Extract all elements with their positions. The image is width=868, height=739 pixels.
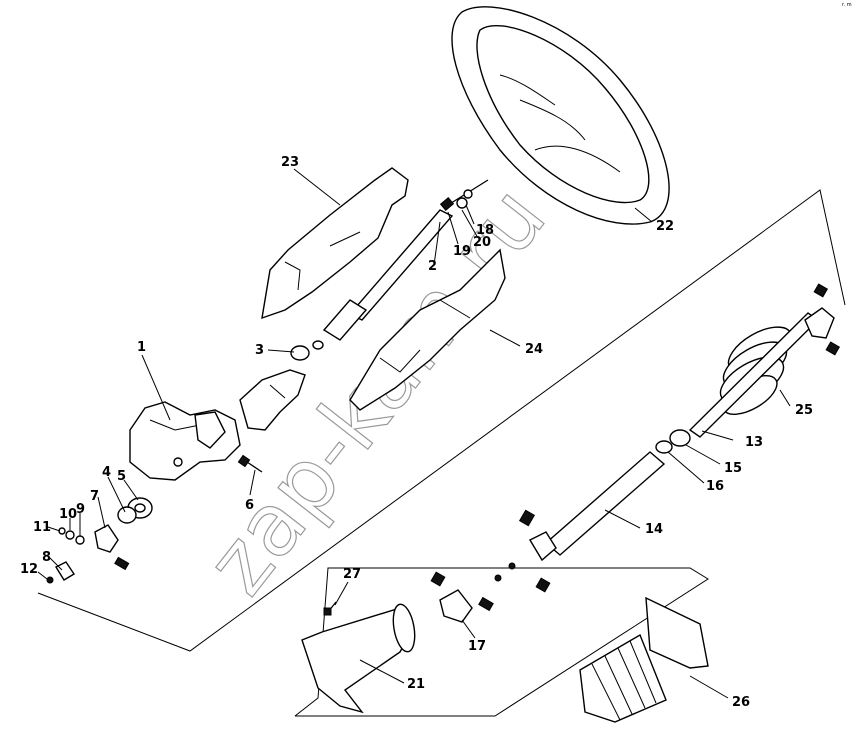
callout-22: 22 [656, 219, 674, 234]
screw-27 [323, 601, 337, 616]
callout-20: 20 [473, 235, 491, 250]
lower-cover [349, 248, 506, 411]
joint-17 [430, 562, 516, 623]
callout-27: 27 [343, 567, 361, 582]
tube-14 [518, 451, 666, 593]
steering-wheel [451, 6, 670, 225]
callout-8: 8 [42, 550, 51, 565]
callout-1: 1 [137, 340, 146, 355]
callout-12: 12 [20, 562, 38, 577]
callout-10: 10 [59, 507, 77, 522]
callout-4: 4 [102, 465, 111, 480]
callout-2: 2 [428, 259, 437, 274]
callout-9: 9 [76, 502, 85, 517]
callout-7: 7 [90, 489, 99, 504]
seal-4 [117, 506, 137, 524]
callout-6: 6 [245, 498, 254, 513]
steering-shaft [322, 179, 489, 341]
bushing-3-b [312, 340, 324, 350]
leader-lines [37, 168, 791, 699]
callout-13: 13 [745, 435, 763, 450]
callout-25: 25 [795, 403, 813, 418]
bolt-6 [237, 454, 263, 473]
callout-14: 14 [645, 522, 663, 537]
callout-26: 26 [732, 695, 750, 710]
bearing-5-inner [134, 503, 146, 513]
callout-18: 18 [476, 223, 494, 238]
callout-16: 16 [706, 479, 724, 494]
callout-19: 19 [453, 244, 471, 259]
washer-10 [65, 530, 75, 540]
steering-gear-housing [129, 401, 241, 481]
callout-5: 5 [117, 469, 126, 484]
callout-15: 15 [724, 461, 742, 476]
collar-16 [655, 440, 673, 454]
corner-mark: r. m [842, 2, 852, 8]
callout-labels: 1 2 3 4 5 6 7 8 9 10 11 12 13 14 15 16 1… [20, 155, 813, 710]
bushing-3 [290, 345, 310, 361]
bellows-26 [579, 596, 709, 723]
column-bracket [239, 369, 306, 431]
nut-12 [46, 576, 54, 584]
upper-cover [261, 167, 409, 320]
callout-3: 3 [255, 343, 264, 358]
joint-7 [94, 524, 130, 571]
bolt-8 [55, 561, 75, 581]
washer-9 [75, 535, 85, 545]
cone-cover-21 [301, 603, 416, 714]
callout-17: 17 [468, 639, 486, 654]
assembly-planes [37, 189, 846, 717]
collar-15 [669, 429, 691, 447]
callout-21: 21 [407, 677, 425, 692]
callout-11: 11 [33, 520, 51, 535]
callout-23: 23 [281, 155, 299, 170]
intermediate-shaft-13 [688, 283, 841, 438]
callout-24: 24 [525, 342, 543, 357]
